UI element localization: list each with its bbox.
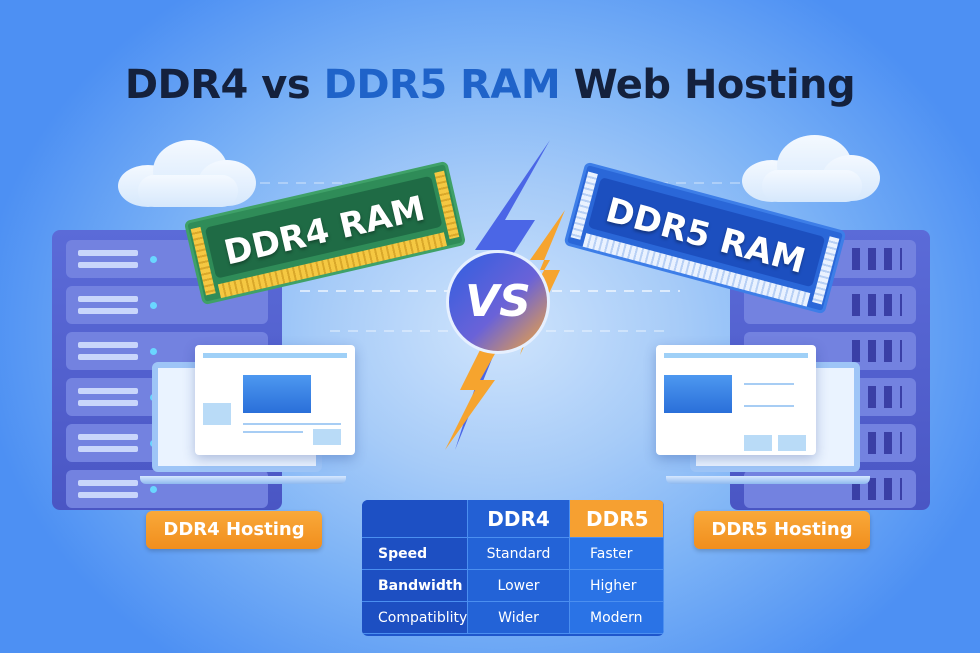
laptop-base-right <box>666 476 870 484</box>
vs-badge: VS <box>446 250 550 354</box>
laptop-base-left <box>140 476 346 484</box>
row-feature-compatibility: Compatiblity <box>362 602 468 634</box>
ddr5-hosting-button[interactable]: DDR5 Hosting <box>694 511 870 549</box>
row-ddr4-bandwidth: Lower <box>468 570 570 602</box>
comparison-table: DDR4 DDR5 Speed Standard Faster Bandwidt… <box>362 500 664 636</box>
row-ddr4-compatibility: Wider <box>468 602 570 634</box>
row-ddr4-speed: Standard <box>468 538 570 570</box>
table-header-empty <box>362 500 468 538</box>
title-ddr5: DDR5 RAM <box>323 62 561 108</box>
page-title: DDR4 vs DDR5 RAM Web Hosting <box>0 62 980 108</box>
row-feature-speed: Speed <box>362 538 468 570</box>
table-header-ddr4: DDR4 <box>468 500 570 538</box>
website-window-right <box>656 345 816 455</box>
network-line <box>640 182 740 184</box>
row-ddr5-bandwidth: Higher <box>570 570 664 602</box>
table-header-ddr5: DDR5 <box>570 500 664 538</box>
title-web-hosting: Web Hosting <box>560 62 856 108</box>
network-line <box>260 182 380 184</box>
title-ddr4: DDR4 vs <box>124 62 324 108</box>
cloud-icon-left <box>118 140 258 207</box>
ddr4-hosting-button[interactable]: DDR4 Hosting <box>146 511 322 549</box>
website-window-left <box>195 345 355 455</box>
row-ddr5-compatibility: Modern <box>570 602 664 634</box>
row-feature-bandwidth: Bandwidth <box>362 570 468 602</box>
row-ddr5-speed: Faster <box>570 538 664 570</box>
cloud-icon-right <box>742 135 882 202</box>
